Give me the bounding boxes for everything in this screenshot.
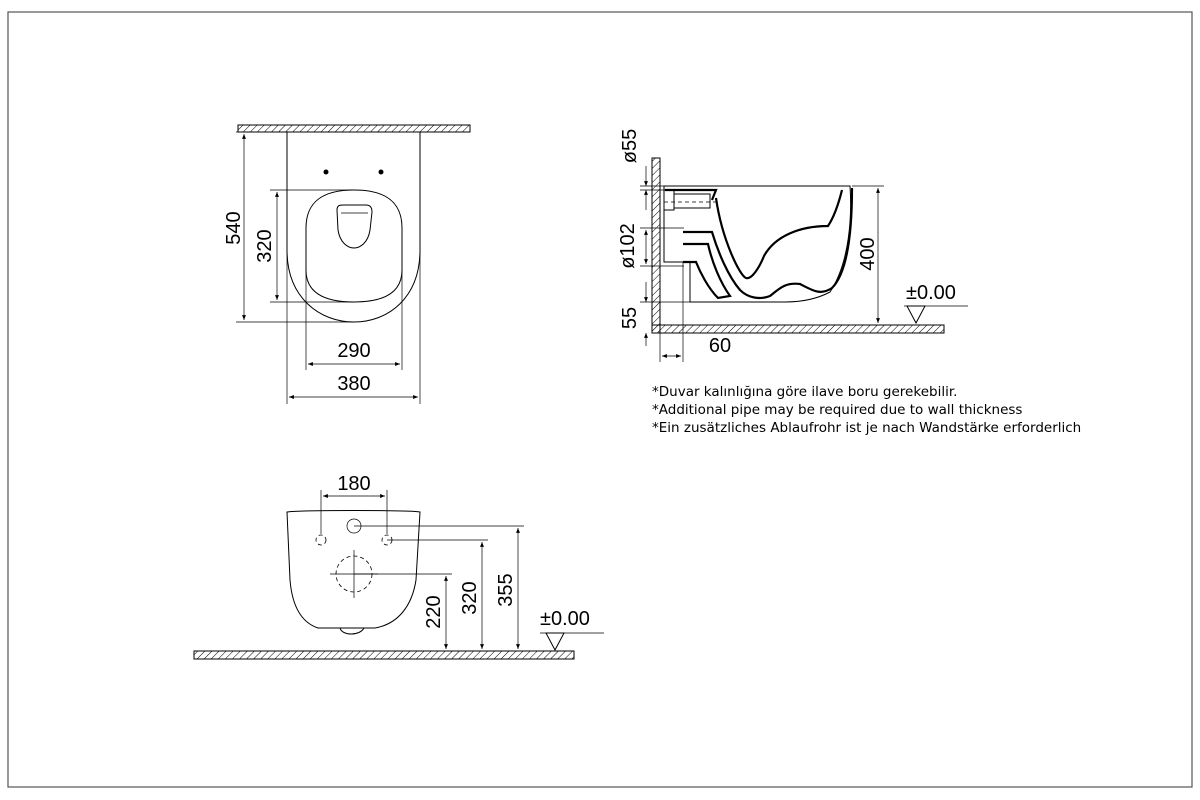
level-marker-front — [545, 632, 565, 652]
bowl-front-outline — [286, 510, 421, 629]
level-label-side: ±0.00 — [906, 282, 956, 304]
dim-length: 540 — [223, 211, 245, 244]
seat-opening — [305, 189, 403, 303]
top-view: 540 320 290 380 — [223, 124, 471, 404]
level-marker-side — [906, 305, 926, 325]
level-label-front: ±0.00 — [540, 608, 590, 630]
floor-front-view — [193, 650, 575, 660]
dim-bolt-spacing: 180 — [337, 473, 370, 495]
rim-outlet — [336, 204, 373, 249]
dim-height: 400 — [857, 237, 879, 270]
fixing-hole-left — [323, 169, 329, 175]
front-view: 180 220 320 355 ±0.00 — [193, 473, 604, 660]
dim-pipe-bottom: 55 — [619, 307, 641, 329]
dim-top-height: 355 — [495, 573, 517, 606]
sheet-border — [7, 11, 1193, 788]
inlet-spud — [663, 189, 675, 211]
dim-seat-depth: 320 — [254, 229, 276, 262]
floor-side-view — [651, 324, 945, 334]
dim-width-outer: 380 — [337, 373, 370, 395]
note-turkish: *Duvar kalınlığına göre ilave boru gerek… — [652, 384, 957, 400]
wall-slab-top-view — [237, 124, 471, 133]
dim-width-inner: 290 — [337, 340, 370, 362]
note-german: *Ein zusätzliches Ablaufrohr ist je nach… — [652, 420, 1081, 436]
bowl-outline-top — [286, 132, 421, 323]
wall-side-view — [651, 157, 661, 334]
dim-pipe-main: ø102 — [617, 223, 639, 269]
bolt-hole-left — [315, 534, 327, 546]
dim-offset: 60 — [709, 335, 731, 357]
dim-drain-height: 220 — [423, 595, 445, 628]
notes: *Duvar kalınlığına göre ilave boru gerek… — [652, 384, 1081, 436]
side-view: ø55 ø102 55 60 400 ±0.00 — [617, 129, 968, 362]
note-english: *Additional pipe may be required due to … — [652, 402, 1022, 418]
dim-bolt-height: 320 — [459, 581, 481, 614]
fixing-hole-right — [378, 169, 384, 175]
dim-pipe-top: ø55 — [619, 129, 641, 163]
bowl-inner-wall — [714, 189, 844, 280]
